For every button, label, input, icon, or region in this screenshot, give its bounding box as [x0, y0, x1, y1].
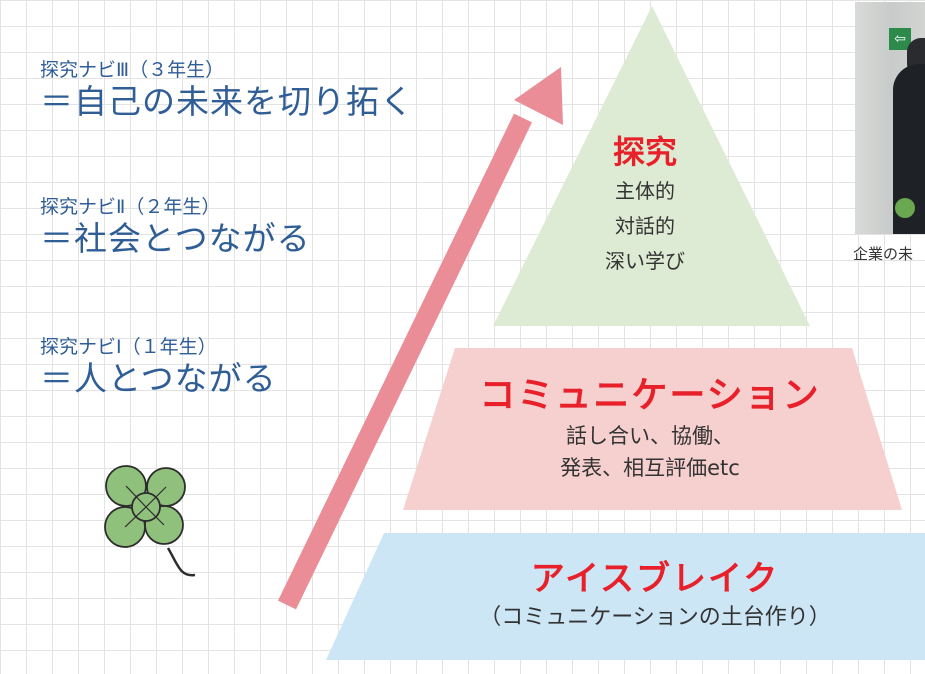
level-2-goal: ＝社会とつながる: [40, 219, 311, 258]
pyramid-top-line-2: 対話的: [615, 214, 675, 238]
four-leaf-clover-icon: [104, 465, 196, 577]
photo-plant: [895, 198, 915, 218]
pyramid-top-line-3: 深い学び: [605, 249, 685, 273]
level-1-name: 探究ナビⅠ（１年生）: [40, 336, 217, 358]
level-1-block: 探究ナビⅠ（１年生） ＝人とつながる: [40, 335, 277, 399]
level-2-block: 探究ナビⅡ（２年生） ＝社会とつながる: [40, 195, 311, 259]
company-photo: ⇦: [855, 2, 925, 234]
level-2-name: 探究ナビⅡ（２年生）: [40, 196, 221, 218]
pyramid-bottom-tier: [326, 533, 925, 660]
level-3-name: 探究ナビⅢ（３年生）: [40, 59, 225, 81]
level-1-goal: ＝人とつながる: [40, 359, 277, 398]
photo-caption: 企業の未: [853, 245, 914, 263]
pyramid-middle-line-1: 話し合い、協働、: [566, 424, 734, 448]
pyramid-middle-line-2: 発表、相互評価etc: [560, 456, 740, 480]
pyramid-top-tier: [493, 6, 810, 326]
pyramid-middle-text: コミュニケーション 話し合い、協働、 発表、相互評価etc: [440, 372, 860, 484]
pyramid-middle-tier: [403, 348, 902, 510]
pyramid-top-text: 探究 主体的 対話的 深い学び: [560, 130, 730, 279]
level-3-goal: ＝自己の未来を切り拓く: [40, 82, 414, 121]
pyramid-bottom-text: アイスブレイク （コミュニケーションの土台作り）: [420, 556, 890, 634]
level-3-block: 探究ナビⅢ（３年生） ＝自己の未来を切り拓く: [40, 58, 414, 122]
growth-arrow: [278, 67, 563, 610]
exit-sign-icon: ⇦: [889, 28, 911, 50]
pyramid-top-title: 探究: [612, 133, 677, 171]
pyramid-bottom-line-1: （コミュニケーションの土台作り）: [479, 605, 831, 630]
pyramid-top-line-1: 主体的: [615, 179, 675, 203]
pyramid-bottom-title: アイスブレイク: [530, 559, 780, 599]
pyramid-middle-title: コミュニケーション: [479, 375, 821, 416]
